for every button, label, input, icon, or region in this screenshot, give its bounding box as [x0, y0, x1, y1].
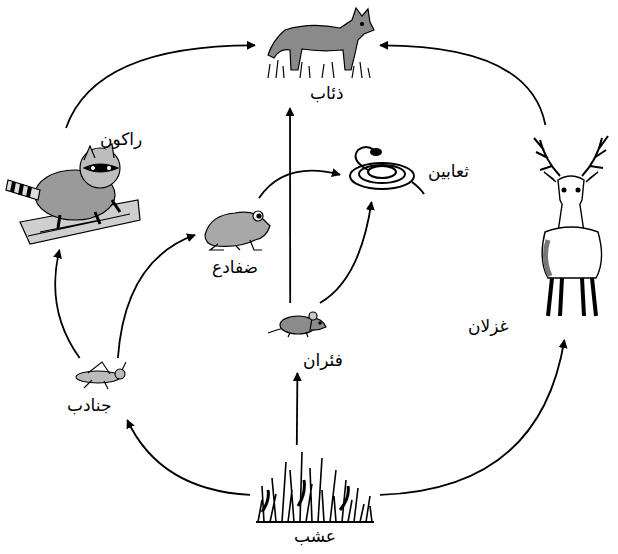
organism-label: عشب — [294, 525, 336, 547]
organism-label: ضفادع — [212, 256, 258, 278]
organism-label: ثعابين — [428, 160, 469, 182]
organism-node: ثعابين — [340, 140, 490, 202]
food-arrow — [296, 373, 298, 445]
food-arrow — [320, 202, 372, 303]
food-arrow — [380, 45, 545, 125]
food-arrow — [127, 420, 250, 495]
raccoon-picture — [6, 144, 140, 244]
organism-node: جنادب — [55, 358, 140, 420]
organism-node: عشب — [250, 445, 380, 549]
organism-node: راكون — [0, 128, 165, 250]
grass-picture — [256, 452, 374, 522]
food-arrow — [259, 171, 340, 198]
snake-picture — [350, 147, 424, 194]
food-arrow — [55, 250, 79, 358]
organism-label: ذئاب — [310, 82, 344, 104]
deer-picture — [534, 136, 608, 316]
food-arrow — [289, 108, 291, 303]
organism-label: فئران — [303, 349, 343, 371]
organism-node: فئران — [265, 303, 355, 373]
organism-node: ذئاب — [255, 0, 380, 108]
food-arrow — [380, 340, 564, 495]
organism-node: غزلان — [468, 125, 614, 340]
frog-picture — [205, 211, 270, 250]
organism-label: غزلان — [468, 315, 508, 337]
wolf-picture — [268, 8, 374, 78]
organism-label: جنادب — [67, 394, 111, 416]
organism-node: ضفادع — [195, 198, 275, 282]
grasshopper-picture — [76, 362, 126, 389]
food-arrow — [118, 235, 195, 358]
mouse-picture — [268, 312, 326, 337]
organism-label: راكون — [100, 128, 142, 150]
food-arrow — [66, 45, 255, 128]
